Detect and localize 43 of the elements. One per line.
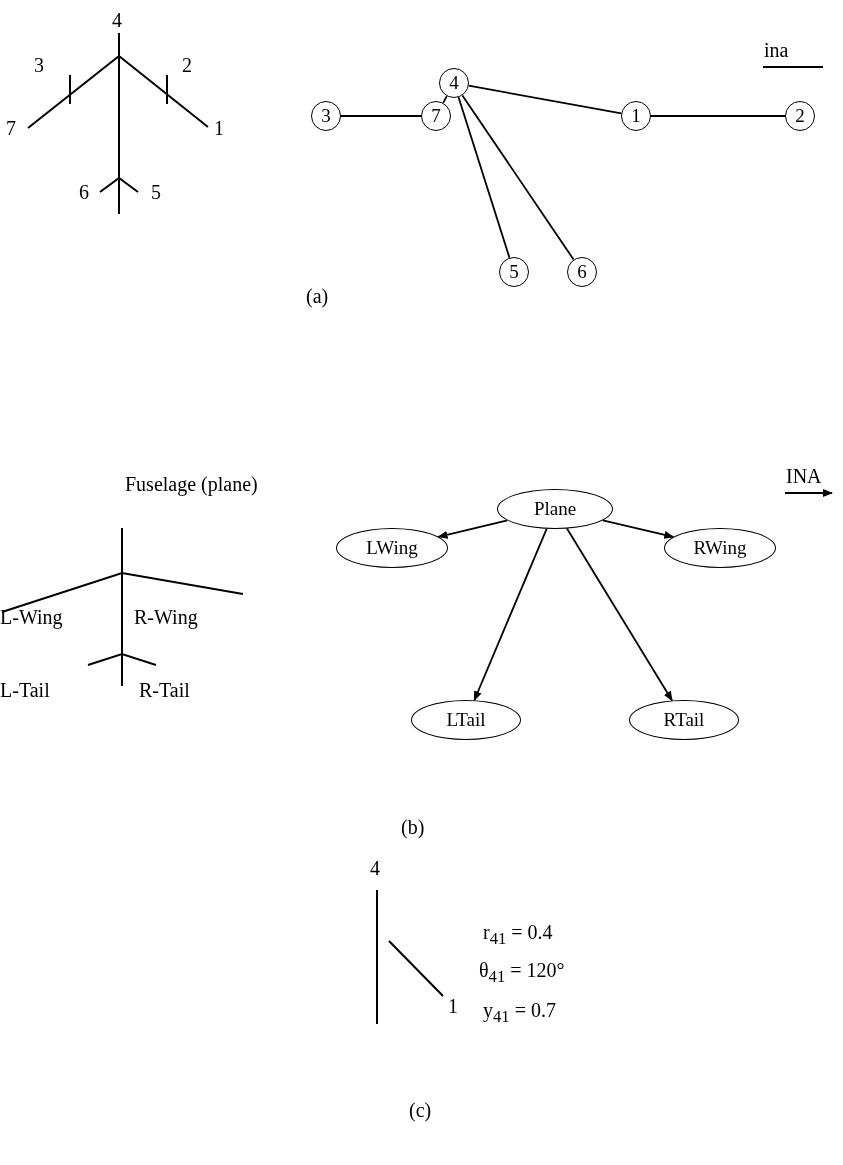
part-name: R-Tail xyxy=(139,680,190,700)
numbered-circle: 3 xyxy=(311,101,341,131)
connector-line xyxy=(457,96,511,259)
part-name: R-Wing xyxy=(134,607,198,627)
axis-number: 5 xyxy=(151,182,161,202)
part-name: L-Tail xyxy=(0,680,50,700)
numbered-circle: 6 xyxy=(567,257,597,287)
arrow xyxy=(437,519,509,539)
arrow xyxy=(601,519,675,539)
panel-label: (a) xyxy=(306,286,329,306)
axis-number: 1 xyxy=(214,118,224,138)
axis-number: 2 xyxy=(182,55,192,75)
connector-line xyxy=(467,84,623,115)
axis-number: 1 xyxy=(448,996,458,1016)
panel-label: (c) xyxy=(409,1100,432,1120)
formula-text: r$_{41}$ = 0.4 xyxy=(483,922,553,948)
part-ellipse: RWing xyxy=(664,528,776,568)
numbered-circle: 7 xyxy=(421,101,451,131)
axis-number: 3 xyxy=(34,55,44,75)
connector-line xyxy=(461,94,575,261)
panel-label: (b) xyxy=(401,817,425,837)
numbered-circle: 1 xyxy=(621,101,651,131)
axis-number: 7 xyxy=(6,118,16,138)
part-name: L-Wing xyxy=(0,607,63,627)
numbered-circle: 4 xyxy=(439,68,469,98)
numbered-circle: 2 xyxy=(785,101,815,131)
numbered-circle: 5 xyxy=(499,257,529,287)
part-ellipse: Plane xyxy=(497,489,613,529)
part-ellipse: LWing xyxy=(336,528,448,568)
part-ellipse: LTail xyxy=(411,700,521,740)
direction-label: INA xyxy=(786,466,822,486)
axis-number: 4 xyxy=(370,858,380,878)
part-name: Fuselage (plane) xyxy=(125,474,258,494)
connector-line xyxy=(340,115,422,117)
part-ellipse: RTail xyxy=(629,700,739,740)
axis-number: 6 xyxy=(79,182,89,202)
formula-text: y$_{41}$ = 0.7 xyxy=(483,1000,556,1026)
connector-line xyxy=(650,115,786,117)
arrow xyxy=(473,527,548,702)
arrow xyxy=(566,527,673,702)
formula-text: θ$_{41}$ = 120° xyxy=(479,960,565,986)
axis-number: 4 xyxy=(112,10,122,30)
direction-label: ina xyxy=(764,40,789,60)
